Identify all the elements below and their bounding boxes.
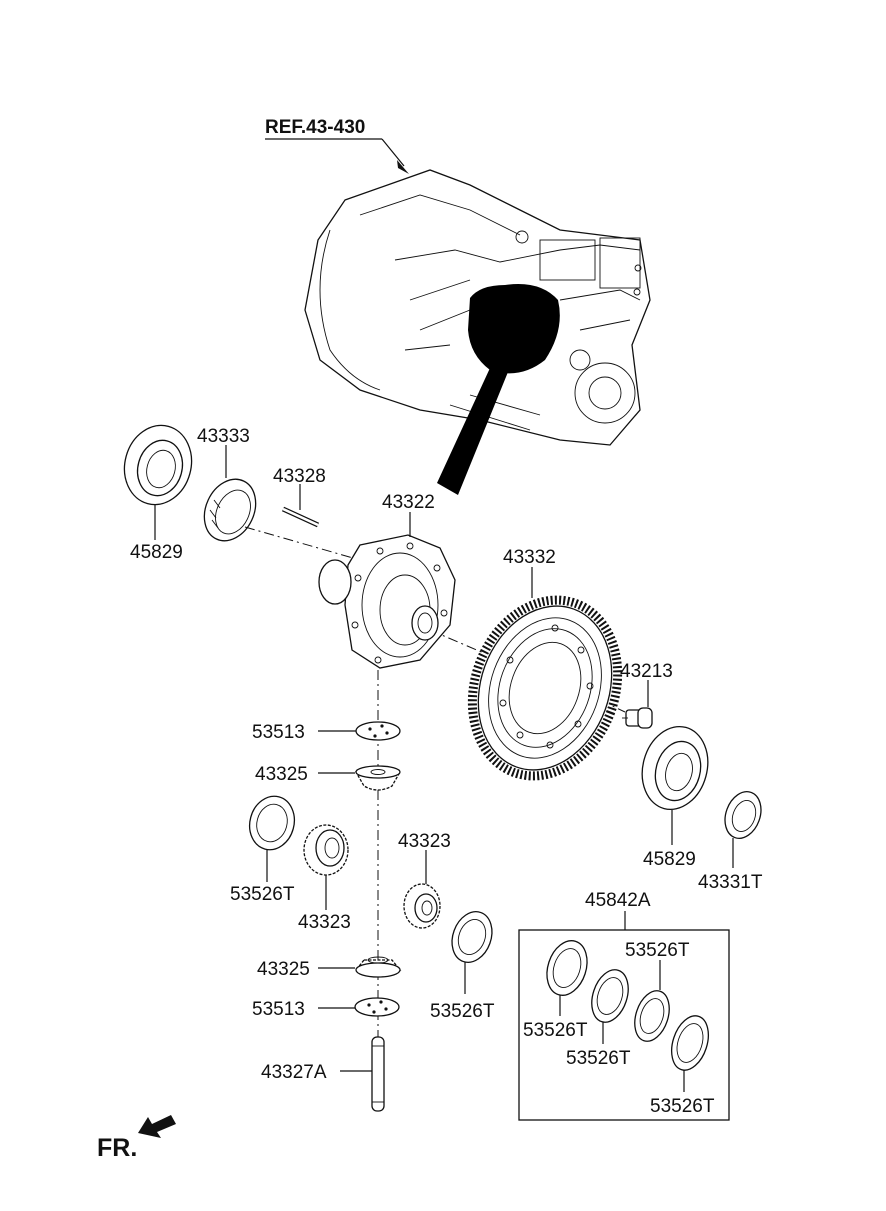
label-43325-lower[interactable]: 43325 [257,959,310,980]
differential-case: 43322 [318,492,456,669]
label-43332[interactable]: 43332 [503,547,556,568]
label-53513-upper[interactable]: 53513 [252,722,305,743]
label-53526T-kit-2[interactable]: 53526T [566,1048,631,1069]
pinion-shaft-pin: 43328 [273,466,326,528]
bearing-left: 45829 [123,424,193,563]
bolt: 43213 [620,661,673,729]
label-53526T-mid[interactable]: 53526T [430,1001,495,1022]
label-43333[interactable]: 43333 [197,426,250,447]
shim-left: 43333 [197,426,257,542]
washer-upper: 53513 [252,721,401,743]
pinion-gear-lower: 43325 [257,956,402,980]
bearing-right: 45829 [641,725,709,870]
washer-lower: 53513 [252,997,400,1020]
label-43325-upper[interactable]: 43325 [255,764,308,785]
pinion-shaft: 43327A [261,1036,385,1112]
pinion-gear-upper: 43325 [255,764,402,791]
thrust-washer-left: 53526T [230,795,296,905]
front-label[interactable]: FR. [97,1134,137,1162]
label-45829-left[interactable]: 45829 [130,542,183,563]
front-direction-indicator: FR. [97,1115,176,1162]
label-43328[interactable]: 43328 [273,466,326,487]
side-gear-left: 43323 [298,824,351,933]
assembly-axis [244,526,361,561]
label-43327A[interactable]: 43327A [261,1062,327,1083]
transaxle-housing: REF.43-430 [265,117,651,495]
label-53513-lower[interactable]: 53513 [252,999,305,1020]
label-43322[interactable]: 43322 [382,492,435,513]
final-driven-gear: 43332 [467,547,623,781]
label-43323-right[interactable]: 43323 [398,831,451,852]
washer-kit: 45842A 53526T 53526T 53526T 53526T [518,890,730,1121]
thrust-washer-mid: 53526T [430,911,495,1022]
front-arrow-icon [138,1115,176,1138]
label-43213[interactable]: 43213 [620,661,673,682]
label-53526T-kit-3[interactable]: 53526T [625,940,690,961]
label-45842A[interactable]: 45842A [585,890,651,911]
label-43331T[interactable]: 43331T [698,872,763,893]
label-53526T-kit-4[interactable]: 53526T [650,1096,715,1117]
side-gear-right: 43323 [398,831,451,929]
label-53526T-left[interactable]: 53526T [230,884,295,905]
label-43323-left[interactable]: 43323 [298,912,351,933]
label-45829-right[interactable]: 45829 [643,849,696,870]
shim-right: 43331T [698,791,763,893]
ref-label[interactable]: REF.43-430 [265,117,365,138]
label-53526T-kit-1[interactable]: 53526T [523,1020,588,1041]
